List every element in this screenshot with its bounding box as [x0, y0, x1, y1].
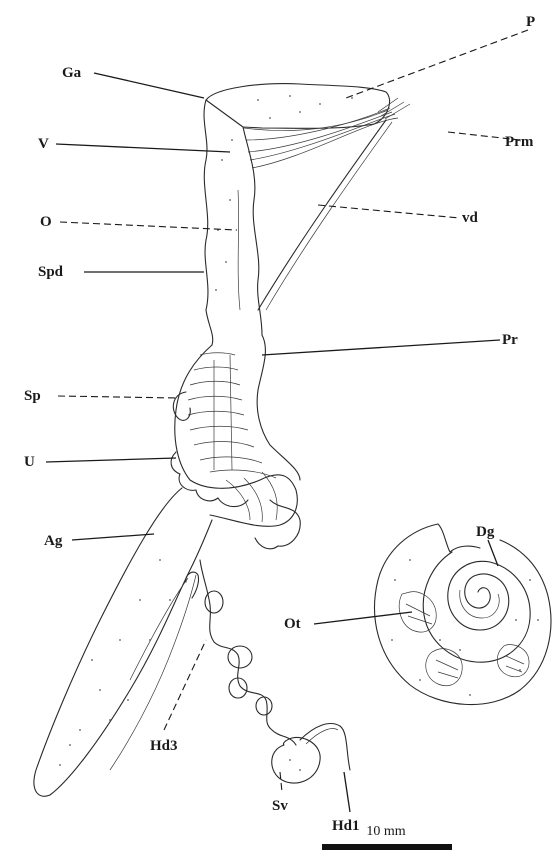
label-U: U — [24, 454, 35, 470]
label-Sv: Sv — [272, 798, 288, 814]
label-Ga: Ga — [62, 65, 82, 81]
label-Prm: Prm — [505, 134, 534, 150]
leader-lines — [46, 30, 528, 812]
label-Sp: Sp — [24, 388, 41, 404]
label-Hd1: Hd1 — [332, 818, 360, 834]
uterus-lobes — [171, 452, 248, 507]
hermaphrodite-duct-swellings — [205, 591, 272, 715]
vagina-outline — [204, 100, 262, 345]
spermoviduct-outline — [175, 335, 300, 526]
label-Ag: Ag — [44, 533, 63, 549]
scale-bar-label: 10 mm — [366, 824, 405, 839]
spiral-mid — [423, 552, 530, 662]
label-Spd: Spd — [38, 264, 64, 280]
hermaphrodite-duct — [200, 560, 296, 745]
ovotestis-clusters — [399, 592, 529, 686]
spiral-inner-2 — [460, 590, 499, 618]
spiral-stippling — [391, 559, 539, 696]
spiral-outer — [375, 524, 551, 705]
label-Dg: Dg — [476, 524, 495, 540]
prostate-folds — [188, 353, 277, 522]
label-Ot: Ot — [284, 616, 301, 632]
penis-outline — [206, 84, 390, 129]
scale-bar-line — [322, 844, 452, 850]
spermatheca — [173, 392, 190, 420]
vas-deferens — [258, 120, 386, 310]
label-O: O — [40, 214, 52, 230]
label-Hd3: Hd3 — [150, 738, 178, 754]
spiral-gland-drawing — [375, 524, 551, 705]
label-Pr: Pr — [502, 332, 518, 348]
vas-deferens-inner — [266, 122, 392, 310]
free-oviduct — [238, 190, 240, 310]
label-vd: vd — [462, 210, 479, 226]
spiral-notch — [438, 524, 480, 552]
penis-retractor-fibers — [244, 98, 410, 168]
labels: P Ga Prm V vd O Spd Pr Sp U Ag Dg Ot Hd3… — [24, 14, 535, 834]
label-P: P — [526, 14, 535, 30]
label-V: V — [38, 136, 49, 152]
reproductive-tract — [34, 84, 410, 797]
uterus-lower — [255, 500, 300, 549]
